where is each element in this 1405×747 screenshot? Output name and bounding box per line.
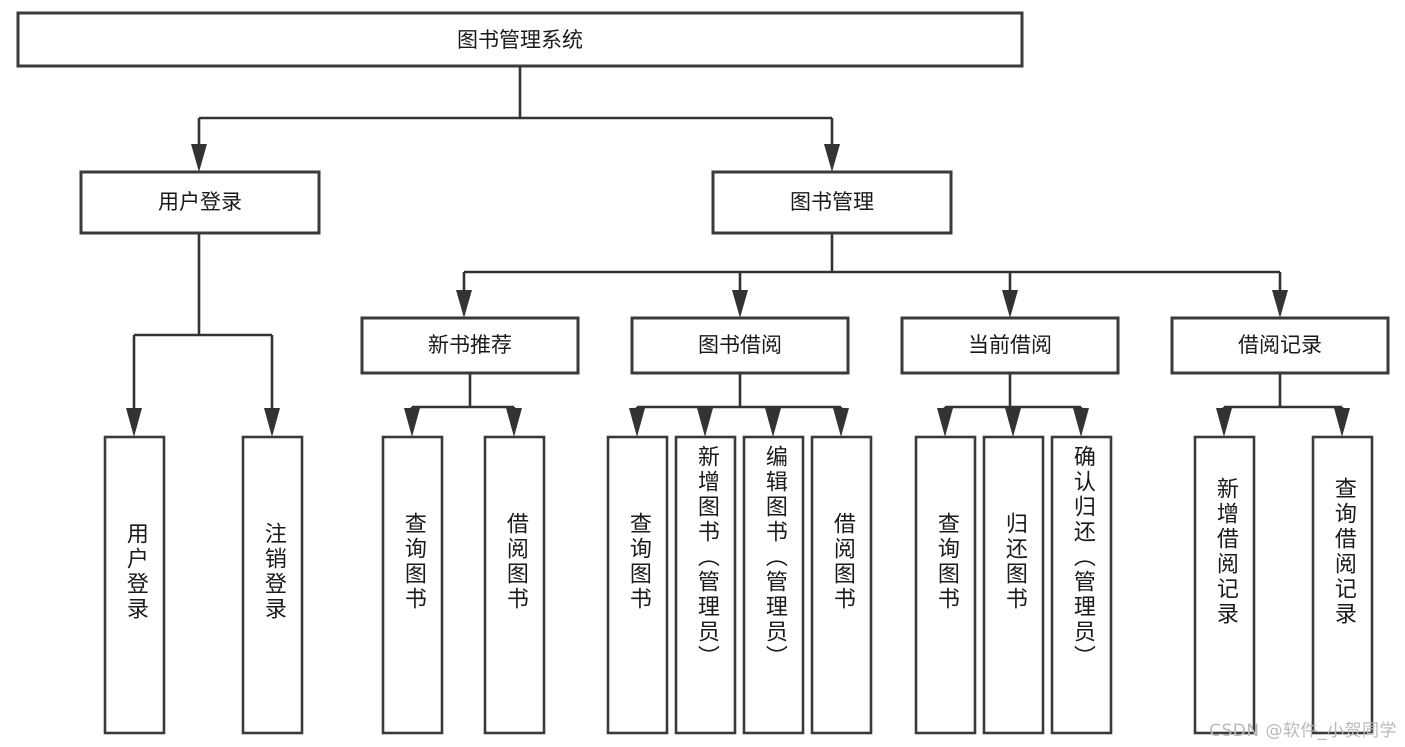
arrow-to-book-manage bbox=[824, 144, 840, 172]
node-book-manage[interactable]: 图书管理 bbox=[711, 170, 953, 235]
node-leaf-return-book-box[interactable] bbox=[982, 435, 1045, 735]
csdn-watermark: CSDN @软件_小贺同学 bbox=[1209, 721, 1397, 741]
node-borrow-record[interactable]: 借阅记录 bbox=[1170, 316, 1390, 375]
arrow-to-leaf-return-book bbox=[1005, 408, 1021, 437]
arrow-to-new-book-recommend bbox=[456, 290, 472, 318]
node-user-login-label: 用户登录 bbox=[158, 190, 242, 214]
node-leaf-user-logout-box[interactable] bbox=[241, 435, 304, 735]
node-leaf-add-book-box[interactable] bbox=[674, 435, 737, 735]
arrow-to-book-borrow bbox=[732, 290, 748, 318]
arrow-to-leaf-confirm-return bbox=[1073, 408, 1089, 437]
arrow-to-current-borrow bbox=[1002, 290, 1018, 318]
node-book-borrow-box[interactable] bbox=[630, 316, 850, 375]
node-leaf-user-login-box[interactable] bbox=[103, 435, 166, 735]
node-new-book-recommend-label: 新书推荐 bbox=[428, 333, 512, 357]
connector-group-current-borrow bbox=[937, 373, 1089, 437]
node-current-borrow[interactable]: 当前借阅 bbox=[900, 316, 1120, 375]
arrow-to-user-login bbox=[191, 144, 207, 172]
node-root-label: 图书管理系统 bbox=[457, 28, 583, 52]
node-leaf-borrow-book-1-box[interactable] bbox=[483, 435, 546, 735]
node-new-book-recommend[interactable]: 新书推荐 bbox=[360, 316, 580, 375]
node-root-box[interactable] bbox=[16, 11, 1024, 68]
connector-group-user-login bbox=[126, 233, 280, 437]
arrow-to-leaf-user-login bbox=[126, 408, 142, 437]
node-book-manage-label: 图书管理 bbox=[790, 190, 874, 214]
arrow-to-leaf-borrow-book-2 bbox=[833, 408, 849, 437]
node-book-manage-box[interactable] bbox=[711, 170, 953, 235]
arrow-to-leaf-user-logout bbox=[264, 408, 280, 437]
node-book-borrow-label: 图书借阅 bbox=[698, 333, 782, 357]
node-book-borrow[interactable]: 图书借阅 bbox=[630, 316, 850, 375]
connector-group-book-manage bbox=[456, 233, 1288, 318]
node-user-login-box[interactable] bbox=[79, 170, 321, 235]
node-leaf-add-record-box[interactable] bbox=[1193, 435, 1256, 735]
arrow-to-leaf-add-record bbox=[1216, 408, 1232, 437]
node-user-login[interactable]: 用户登录 bbox=[79, 170, 321, 235]
node-leaf-query-book-3-box[interactable] bbox=[914, 435, 977, 735]
connector-group-root bbox=[191, 66, 840, 172]
arrow-to-leaf-query-record bbox=[1334, 408, 1350, 437]
arrow-to-leaf-edit-book bbox=[765, 408, 781, 437]
node-borrow-record-label: 借阅记录 bbox=[1238, 333, 1322, 357]
arrow-to-leaf-query-book-3 bbox=[937, 408, 953, 437]
node-current-borrow-box[interactable] bbox=[900, 316, 1120, 375]
node-leaf-borrow-book-2-box[interactable] bbox=[810, 435, 873, 735]
arrow-to-leaf-query-book-2 bbox=[629, 408, 645, 437]
arrow-to-leaf-borrow-book-1 bbox=[506, 408, 522, 437]
node-leaf-confirm-return-box[interactable] bbox=[1050, 435, 1113, 735]
node-leaf-query-record-box[interactable] bbox=[1311, 435, 1374, 735]
arrow-to-borrow-record bbox=[1272, 290, 1288, 318]
node-current-borrow-label: 当前借阅 bbox=[968, 333, 1052, 357]
node-leaf-edit-book-box[interactable] bbox=[742, 435, 805, 735]
arrow-to-leaf-add-book bbox=[697, 408, 713, 437]
connector-group-borrow-record bbox=[1216, 373, 1350, 437]
node-leaf-query-book-1-box[interactable] bbox=[381, 435, 444, 735]
node-leaf-query-book-2-box[interactable] bbox=[606, 435, 669, 735]
arrow-to-leaf-query-book-1 bbox=[404, 408, 420, 437]
node-borrow-record-box[interactable] bbox=[1170, 316, 1390, 375]
connector-group-book-borrow bbox=[629, 373, 849, 437]
node-new-book-recommend-box[interactable] bbox=[360, 316, 580, 375]
connector-group-new-book-recommend bbox=[404, 373, 522, 437]
node-root[interactable]: 图书管理系统 bbox=[16, 11, 1024, 68]
